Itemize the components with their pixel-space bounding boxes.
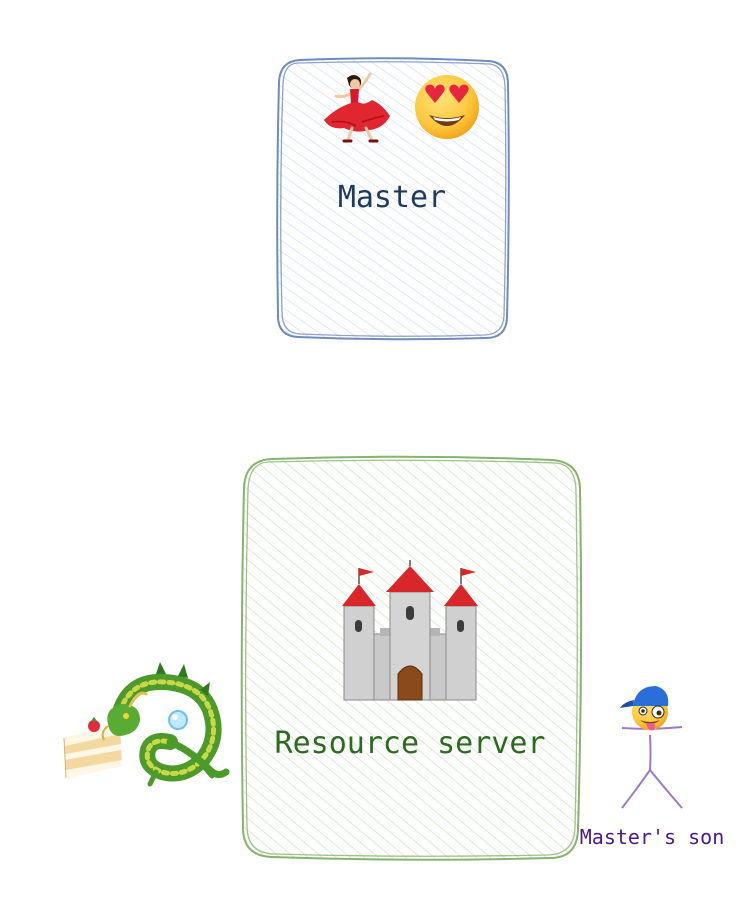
stick-figure-icon	[621, 726, 683, 809]
heart-eyes-icon	[415, 75, 479, 139]
dragon-icon	[101, 662, 230, 787]
cake-slice-icon	[63, 717, 122, 779]
master-box-border-sketch	[280, 61, 507, 337]
dancer-icon	[324, 72, 390, 143]
resource-server-box-border	[240, 455, 583, 861]
resource-server-label: Resource server	[274, 726, 546, 761]
masters-son-label: Master's son	[579, 825, 725, 849]
crazy-face-cap-icon	[620, 686, 669, 731]
castle-icon	[342, 560, 478, 701]
master-label: Master	[337, 180, 447, 215]
resource-server-box-border-sketch	[245, 459, 578, 857]
master-box-border	[276, 57, 510, 341]
